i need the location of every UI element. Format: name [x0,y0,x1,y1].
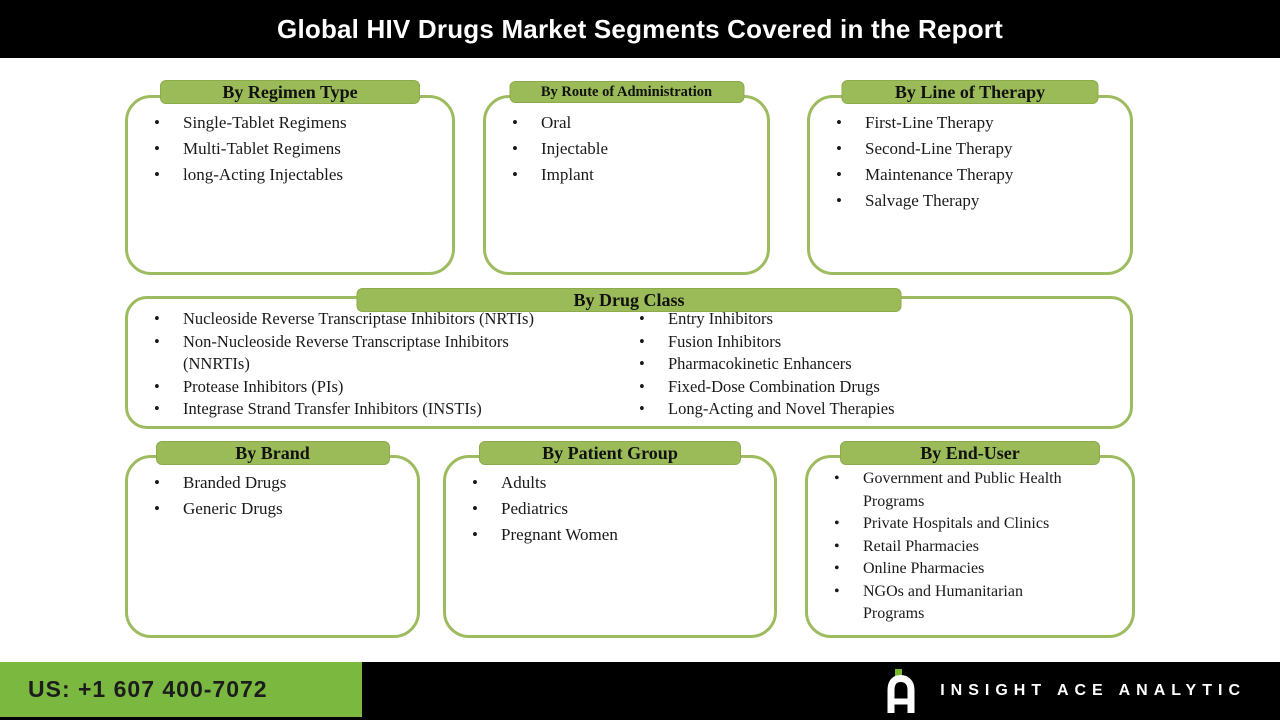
list-item: Protease Inhibitors (PIs) [128,376,622,399]
segment-list-route-of-administration: OralInjectableImplant [486,98,767,188]
segment-list-patient-group: AdultsPediatricsPregnant Women [446,458,774,548]
page-title: Global HIV Drugs Market Segments Covered… [277,13,1003,44]
list-item: Second-Line Therapy [810,136,1124,162]
segment-box-regimen-type: By Regimen Type Single-Tablet RegimensMu… [125,80,455,275]
title-bar: Global HIV Drugs Market Segments Covered… [0,0,1280,58]
list-item: Adults [446,470,768,496]
segment-header-line-of-therapy: By Line of Therapy [841,80,1099,104]
list-item: NGOs and Humanitarian Programs [808,581,1126,626]
list-item: Non-Nucleoside Reverse Transcriptase Inh… [128,331,622,376]
segment-header-brand: By Brand [155,441,390,465]
segment-box-route-of-administration: By Route of Administration OralInjectabl… [483,81,770,275]
phone-number: US: +1 607 400-7072 [28,676,268,702]
list-item: First-Line Therapy [810,110,1124,136]
list-item: Online Pharmacies [808,558,1126,581]
list-item: Government and Public Health Programs [808,468,1126,513]
segment-header-route-of-administration: By Route of Administration [509,81,744,103]
list-item: Pharmacokinetic Enhancers [613,353,1117,376]
list-item: Nucleoside Reverse Transcriptase Inhibit… [128,308,622,331]
list-item: Long-Acting and Novel Therapies [613,398,1117,421]
list-item: Private Hospitals and Clinics [808,513,1126,536]
list-item: Branded Drugs [128,470,411,496]
segment-header-patient-group: By Patient Group [479,441,741,465]
brand-name: INSIGHT ACE ANALYTIC [940,682,1246,699]
list-item: Fixed-Dose Combination Drugs [613,376,1117,399]
segment-list-brand: Branded DrugsGeneric Drugs [128,458,417,522]
segment-list-regimen-type: Single-Tablet RegimensMulti-Tablet Regim… [128,98,452,188]
segment-list-drug-class-col1: Nucleoside Reverse Transcriptase Inhibit… [128,308,628,421]
list-item: Salvage Therapy [810,188,1124,214]
list-item: long-Acting Injectables [128,162,446,188]
list-item: Retail Pharmacies [808,536,1126,559]
list-item: Maintenance Therapy [810,162,1124,188]
list-item: Oral [486,110,761,136]
segment-list-line-of-therapy: First-Line TherapySecond-Line TherapyMai… [810,98,1130,214]
list-item: Generic Drugs [128,496,411,522]
list-item: Integrase Strand Transfer Inhibitors (IN… [128,398,622,421]
segment-header-end-user: By End-User [840,441,1100,465]
drug-class-column-1: Nucleoside Reverse Transcriptase Inhibit… [128,308,628,421]
list-item: Pregnant Women [446,522,768,548]
segment-box-line-of-therapy: By Line of Therapy First-Line TherapySec… [807,80,1133,275]
list-item: Pediatrics [446,496,768,522]
list-item: Single-Tablet Regimens [128,110,446,136]
segment-header-regimen-type: By Regimen Type [160,80,420,104]
segment-list-end-user: Government and Public Health ProgramsPri… [808,458,1132,626]
segment-box-patient-group: By Patient Group AdultsPediatricsPregnan… [443,441,777,638]
list-item: Fusion Inhibitors [613,331,1117,354]
list-item: Injectable [486,136,761,162]
segment-box-drug-class: By Drug Class Nucleoside Reverse Transcr… [125,288,1133,429]
segment-box-end-user: By End-User Government and Public Health… [805,441,1135,638]
segment-list-drug-class-col2: Entry InhibitorsFusion InhibitorsPharmac… [613,308,1123,421]
list-item: Multi-Tablet Regimens [128,136,446,162]
footer-bar: US: +1 607 400-7072 INSIGHT ACE ANALYTIC [0,662,1280,720]
segment-box-brand: By Brand Branded DrugsGeneric Drugs [125,441,420,638]
drug-class-column-2: Entry InhibitorsFusion InhibitorsPharmac… [613,308,1123,421]
brand-logo-block: INSIGHT ACE ANALYTIC [886,662,1246,720]
list-item: Implant [486,162,761,188]
insight-ace-logo-icon [887,669,915,713]
list-item: Entry Inhibitors [613,308,1117,331]
phone-badge: US: +1 607 400-7072 [0,662,362,717]
